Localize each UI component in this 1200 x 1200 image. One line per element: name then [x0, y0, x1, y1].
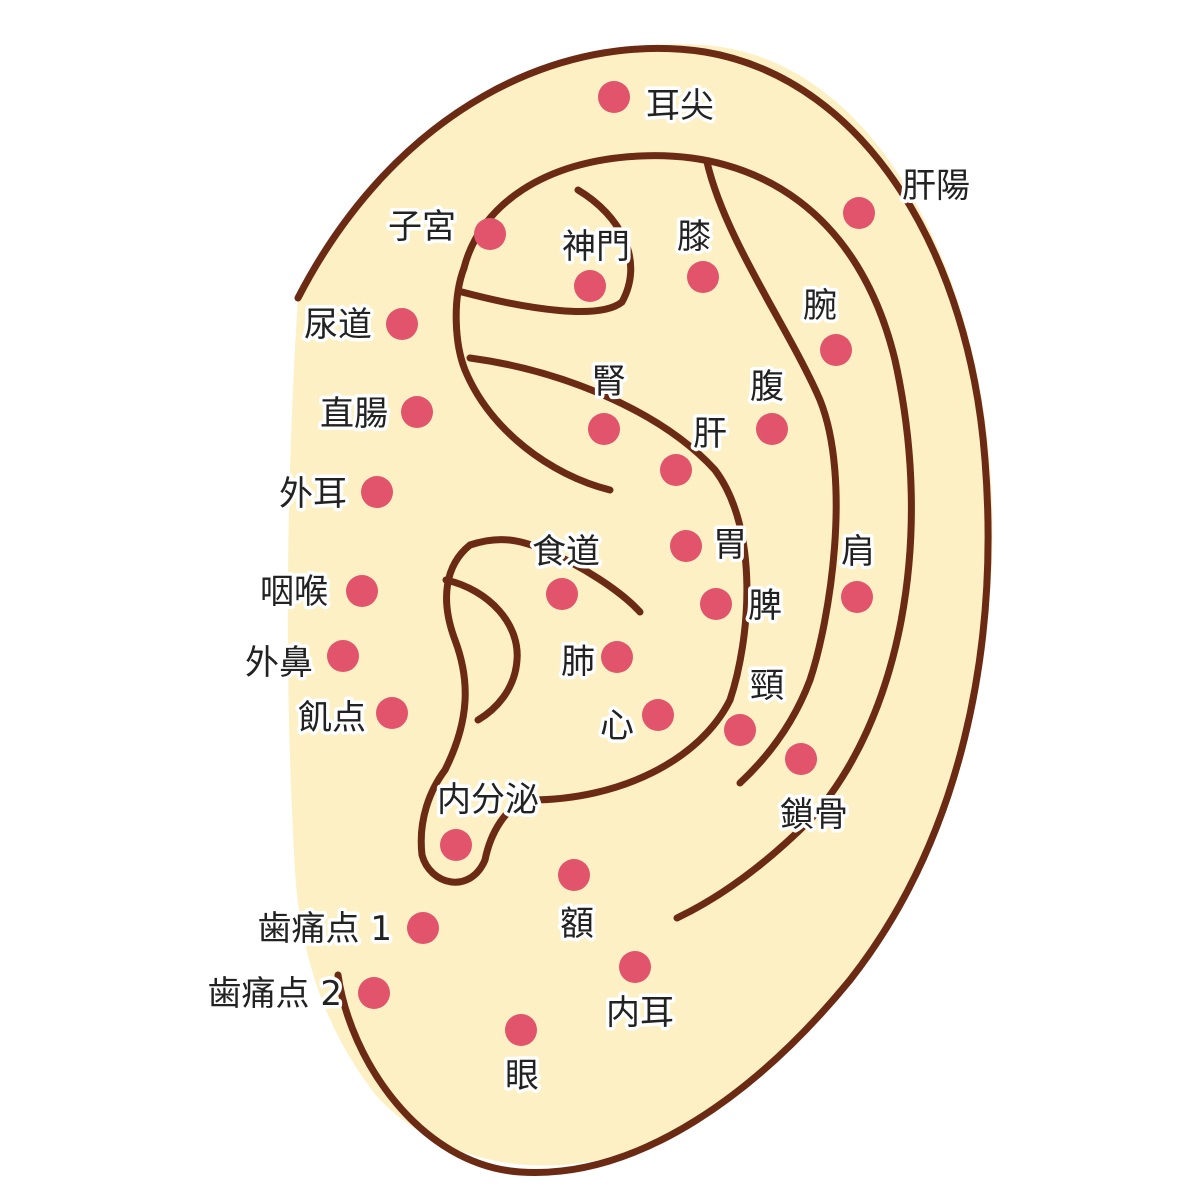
acupoint-label-clavicle: 鎖骨 — [780, 795, 848, 835]
acupoint-dot-lung — [601, 641, 633, 673]
acupoint-external-nose: 外鼻 — [242, 640, 359, 687]
acupoint-label-external-ear: 外耳 — [279, 474, 347, 514]
acupoint-dot-toothache-2 — [358, 977, 390, 1009]
acupoint-label-lung: 肺 — [561, 642, 595, 682]
acupoint-label-forehead: 額 — [560, 904, 594, 944]
acupoint-label-kidney: 腎 — [592, 362, 626, 402]
acupoint-label-abdomen: 腹 — [750, 367, 784, 407]
acupoint-dot-heart — [642, 699, 674, 731]
acupoint-dot-stomach — [670, 530, 702, 562]
acupoint-label-throat: 咽喉 — [260, 572, 328, 612]
acupoint-dot-uterus — [474, 218, 506, 250]
acupoint-label-stomach: 胃 — [713, 525, 747, 565]
acupoint-dot-spleen — [700, 588, 732, 620]
acupoint-label-uterus: 子宮 — [388, 207, 456, 247]
acupoint-forehead: 額 — [557, 859, 598, 948]
acupoint-dot-toothache-1 — [407, 912, 439, 944]
acupoint-label-rectum: 直腸 — [320, 394, 388, 434]
acupoint-label-inner-ear: 内耳 — [606, 993, 674, 1033]
acupoint-toothache-2: 歯痛点 2 — [204, 971, 390, 1018]
acupoint-dot-kidney — [588, 413, 620, 445]
acupoint-dot-clavicle — [785, 743, 817, 775]
acupoint-dot-liver-yang — [843, 197, 875, 229]
acupoint-dot-rectum — [401, 396, 433, 428]
triangular-fossa-line — [458, 186, 635, 315]
acupoint-ear-apex: 耳尖 — [598, 81, 718, 130]
acupoint-dot-inner-ear — [619, 951, 651, 983]
acupoint-clavicle: 鎖骨 — [777, 743, 852, 839]
acupoint-label-hunger: 飢点 — [298, 698, 366, 738]
acupoint-throat: 咽喉 — [257, 569, 378, 616]
acupoint-label-liver-yang: 肝陽 — [902, 166, 970, 206]
acupoint-label-endocrine: 内分泌 — [437, 780, 539, 820]
antihelix-line — [703, 158, 840, 787]
acupoint-dot-shoulder — [841, 581, 873, 613]
helix-inner-rim — [460, 152, 915, 922]
acupoint-label-knee: 膝 — [677, 217, 711, 257]
acupoint-label-ear-apex: 耳尖 — [646, 86, 714, 126]
acupoint-dot-knee — [687, 261, 719, 293]
acupoint-liver: 肝 — [660, 411, 731, 486]
acupoint-dot-wrist — [820, 334, 852, 366]
acupoint-label-esophagus: 食道 — [532, 532, 600, 572]
acupoint-shenmen: 神門 — [559, 224, 634, 302]
acupoint-stomach: 胃 — [670, 522, 751, 569]
acupoint-label-heart: 心 — [600, 706, 634, 746]
acupoint-dot-shenmen — [574, 270, 606, 302]
acupoint-esophagus: 食道 — [529, 529, 604, 610]
acupoint-dot-external-nose — [327, 640, 359, 672]
acupoint-label-neck: 頸 — [750, 666, 784, 706]
acupoint-toothache-1: 歯痛点 1 — [254, 906, 439, 953]
acupoint-endocrine: 内分泌 — [434, 777, 543, 861]
ear-silhouette — [287, 44, 993, 1166]
acupoint-dot-neck — [724, 714, 756, 746]
ear-outline — [294, 45, 992, 1176]
acupoint-heart: 心 — [597, 699, 674, 750]
acupoint-external-ear: 外耳 — [276, 471, 393, 518]
acupoint-label-liver: 肝 — [693, 414, 727, 454]
acupoint-label-spleen: 脾 — [748, 586, 782, 626]
acupoint-label-wrist: 腕 — [803, 286, 837, 326]
acupoint-label-shoulder: 肩 — [841, 532, 875, 572]
concha-line — [466, 354, 751, 804]
acupoint-spleen: 脾 — [700, 583, 786, 630]
acupoint-abdomen: 腹 — [747, 364, 788, 445]
acupoint-liver-yang: 肝陽 — [843, 163, 974, 229]
acupoint-label-toothache-2: 歯痛点 2 — [208, 974, 342, 1014]
acupoint-dot-liver — [660, 454, 692, 486]
acupoint-neck: 頸 — [724, 663, 788, 746]
acupoints-layer: 耳尖肝陽子宮神門膝尿道腕直腸腎腹肝外耳食道胃肩咽喉脾外鼻肺頸飢点心鎖骨内分泌額歯… — [204, 81, 974, 1100]
acupoint-inner-ear: 内耳 — [603, 951, 678, 1037]
acupoint-rectum: 直腸 — [317, 391, 433, 438]
acupoint-urethra: 尿道 — [301, 302, 418, 349]
acupoint-eye: 眼 — [502, 1014, 543, 1100]
acupoint-kidney: 腎 — [588, 359, 630, 445]
acupoint-knee: 膝 — [674, 214, 719, 293]
acupoint-dot-esophagus — [546, 578, 578, 610]
acupoint-dot-urethra — [386, 308, 418, 340]
acupoint-hunger: 飢点 — [295, 695, 408, 742]
acupoint-dot-abdomen — [756, 413, 788, 445]
acupoint-wrist: 腕 — [800, 283, 852, 366]
acupoint-dot-endocrine — [440, 829, 472, 861]
acupoint-dot-hunger — [376, 697, 408, 729]
acupoint-lung: 肺 — [558, 639, 633, 686]
acupoint-label-shenmen: 神門 — [562, 227, 630, 267]
scapha-line — [452, 264, 614, 494]
tragus-loop — [417, 536, 644, 886]
antitragus-loop — [442, 576, 521, 724]
acupoint-label-eye: 眼 — [505, 1056, 539, 1096]
acupoint-label-urethra: 尿道 — [304, 305, 372, 345]
acupoint-label-toothache-1: 歯痛点 1 — [258, 909, 392, 949]
acupoint-label-external-nose: 外鼻 — [245, 643, 313, 683]
acupoint-dot-eye — [505, 1014, 537, 1046]
acupoint-dot-ear-apex — [598, 81, 630, 113]
acupoint-dot-forehead — [558, 859, 590, 891]
acupoint-dot-external-ear — [361, 476, 393, 508]
acupoint-shoulder: 肩 — [838, 529, 879, 613]
acupoint-dot-throat — [346, 575, 378, 607]
acupoint-uterus: 子宮 — [385, 204, 506, 251]
